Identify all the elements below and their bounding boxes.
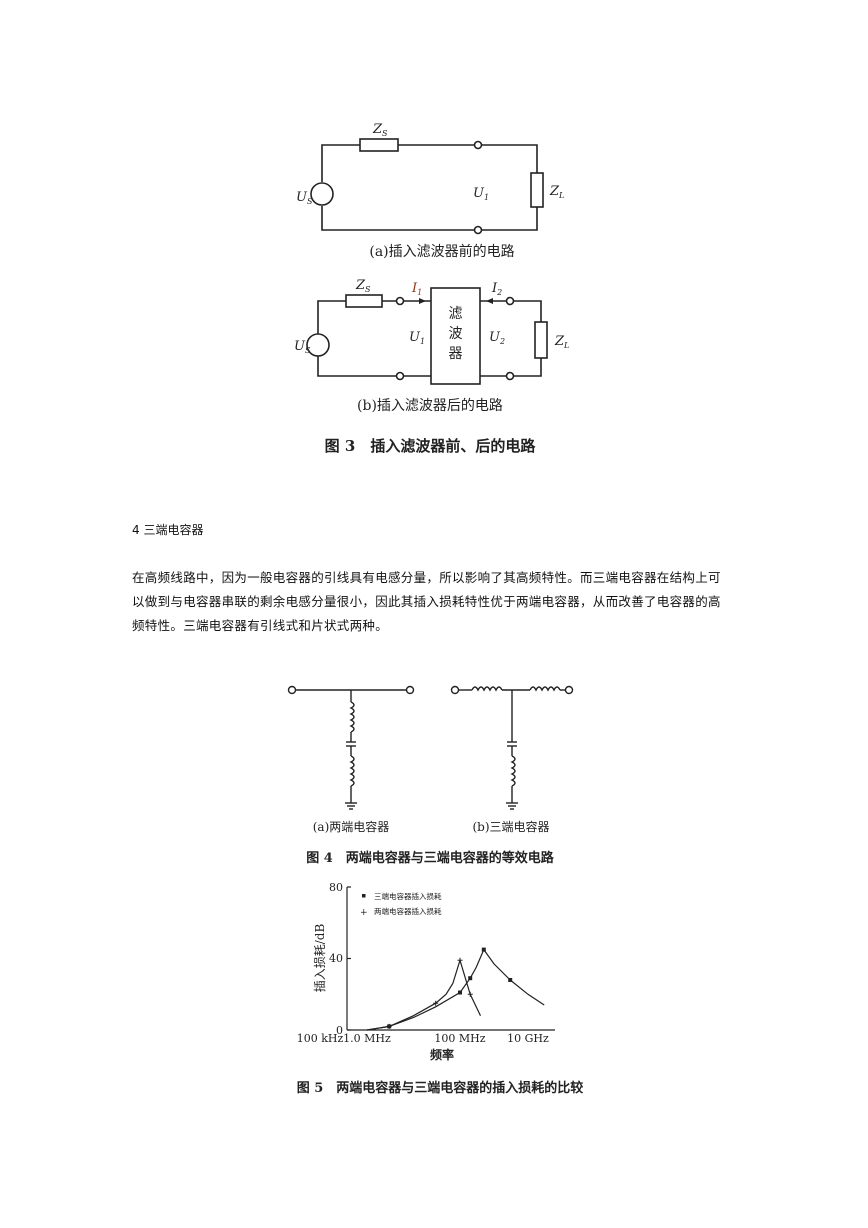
x-tick-label: 1.0 MHz	[343, 1032, 391, 1045]
y-tick-label: 80	[329, 881, 343, 894]
section-heading: 4 三端电容器	[132, 523, 204, 537]
fig3a-zl-label: ZL	[549, 184, 564, 200]
y-tick-label: 40	[329, 952, 343, 965]
figure-3: ZS US U1 ZL ZS I1 I2 US U1 U2 ZL 滤 波 器 (…	[294, 122, 569, 455]
filter-label-1: 滤	[449, 306, 463, 322]
series-line-2	[366, 958, 482, 1031]
figure-4: (a)两端电容器 (b)三端电容器 图 4 两端电容器与三端电容器的等效电路	[287, 685, 574, 866]
data-point	[458, 990, 462, 995]
fig3-caption: 图 3 插入滤波器前、后的电路	[325, 437, 537, 455]
y-axis-label: 插入损耗/dB	[313, 924, 327, 993]
paragraph-line: 频特性。三端电容器有引线式和片状式两种。	[132, 618, 389, 633]
paragraph-line: 以做到与电容器串联的剩余电感分量很小，因此其插入损耗特性优于两端电容器，从而改善…	[132, 594, 721, 609]
fig5-caption: 图 5 两端电容器与三端电容器的插入损耗的比较	[297, 1080, 584, 1096]
legend-marker-square	[362, 894, 366, 898]
data-point	[508, 978, 513, 982]
figure-5-chart: 0 40 80 100 kHz 1.0 MHz 100 MHz 10 GHz 频…	[297, 881, 584, 1096]
y-tick-label: 0	[336, 1024, 343, 1037]
legend-series-2: 两端电容器插入损耗	[374, 906, 442, 916]
fig3b-caption: (b)插入滤波器后的电路	[357, 398, 503, 414]
fig3a-zs-label: ZS	[372, 122, 388, 138]
x-tick-label: 100 MHz	[434, 1032, 485, 1045]
filter-label-3: 器	[449, 346, 463, 362]
series-line-1	[366, 948, 545, 1031]
paragraph-line: 在高频线路中，因为一般电容器的引线具有电感分量，所以影响了其高频特性。而三端电容…	[132, 570, 721, 585]
data-point	[433, 1000, 439, 1006]
fig4a-caption: (a)两端电容器	[313, 819, 390, 834]
fig4b-caption: (b)三端电容器	[472, 819, 549, 834]
filter-label-2: 波	[449, 326, 463, 342]
fig3b-u2-label: U2	[489, 330, 505, 346]
fig3b-u1-label: U1	[409, 330, 425, 346]
fig3b-i2-label: I2	[491, 281, 502, 297]
fig3b-zl-label: ZL	[554, 334, 569, 350]
fig3b-zs-label: ZS	[355, 278, 371, 294]
data-point	[457, 957, 463, 963]
x-axis-label: 频率	[430, 1047, 454, 1062]
fig3b-us-label: US	[294, 339, 311, 355]
data-point	[481, 947, 486, 952]
data-point	[468, 976, 473, 981]
x-tick-label: 100 kHz	[297, 1032, 344, 1045]
data-point	[386, 1023, 392, 1029]
fig3a-us-label: US	[296, 190, 313, 206]
fig3a-caption: (a)插入滤波器前的电路	[369, 243, 514, 260]
legend-series-1: 三端电容器插入损耗	[374, 891, 442, 901]
fig3b-i1-label: I1	[411, 281, 422, 297]
x-tick-label: 10 GHz	[507, 1032, 549, 1045]
fig4-caption: 图 4 两端电容器与三端电容器的等效电路	[306, 850, 555, 866]
data-point	[467, 991, 473, 997]
legend-marker-plus: +	[360, 908, 368, 918]
fig3a-u1-label: U1	[473, 186, 489, 202]
